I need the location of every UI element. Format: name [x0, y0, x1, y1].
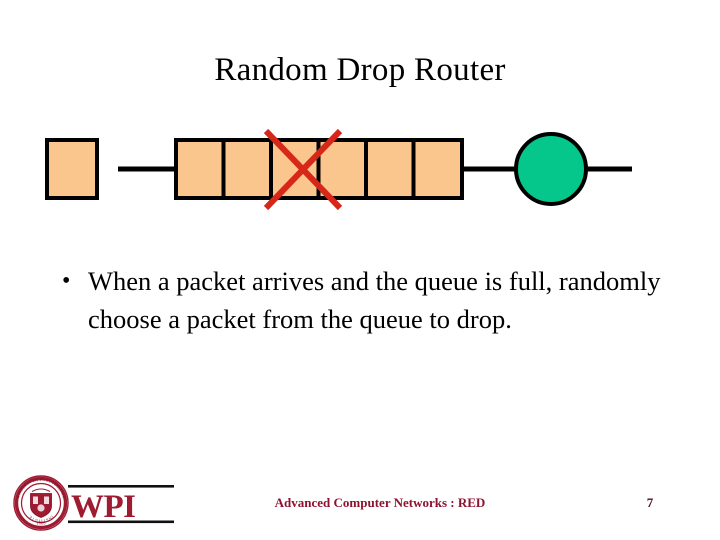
queue-cell	[174, 138, 226, 200]
queue-cell	[364, 138, 416, 200]
incoming-packet-box	[45, 138, 99, 200]
seal-ring-bottom-text: INSTITUTE	[27, 515, 54, 524]
wpi-logo: WORCESTER POLYTECHNIC INSTITUTE 1865 WPI	[12, 474, 176, 532]
dropped-packet-x-mark	[263, 128, 343, 211]
footer-course-label: Advanced Computer Networks : RED	[274, 495, 486, 510]
svg-text:INSTITUTE: INSTITUTE	[27, 515, 54, 524]
list-item-text: When a packet arrives and the queue is f…	[88, 266, 661, 334]
body-bullet-list: • When a packet arrives and the queue is…	[56, 262, 676, 338]
random-drop-router-queue-diagram	[0, 120, 720, 220]
wpi-wordmark: WPI	[68, 485, 174, 525]
list-item: • When a packet arrives and the queue is…	[56, 262, 676, 338]
bullet-marker-icon: •	[62, 268, 71, 294]
queue-cell	[411, 138, 464, 200]
router-node-circle	[514, 132, 588, 206]
seal-year: 1865	[36, 521, 46, 526]
queue-cell-dropped	[269, 138, 321, 200]
wpi-wordmark-text: WPI	[71, 489, 136, 525]
wpi-seal-icon: WORCESTER POLYTECHNIC INSTITUTE 1865	[13, 475, 69, 531]
router-queue	[174, 138, 464, 200]
queue-cell	[221, 138, 273, 200]
page-number: 7	[646, 495, 654, 510]
page-title: Random Drop Router	[214, 52, 506, 88]
